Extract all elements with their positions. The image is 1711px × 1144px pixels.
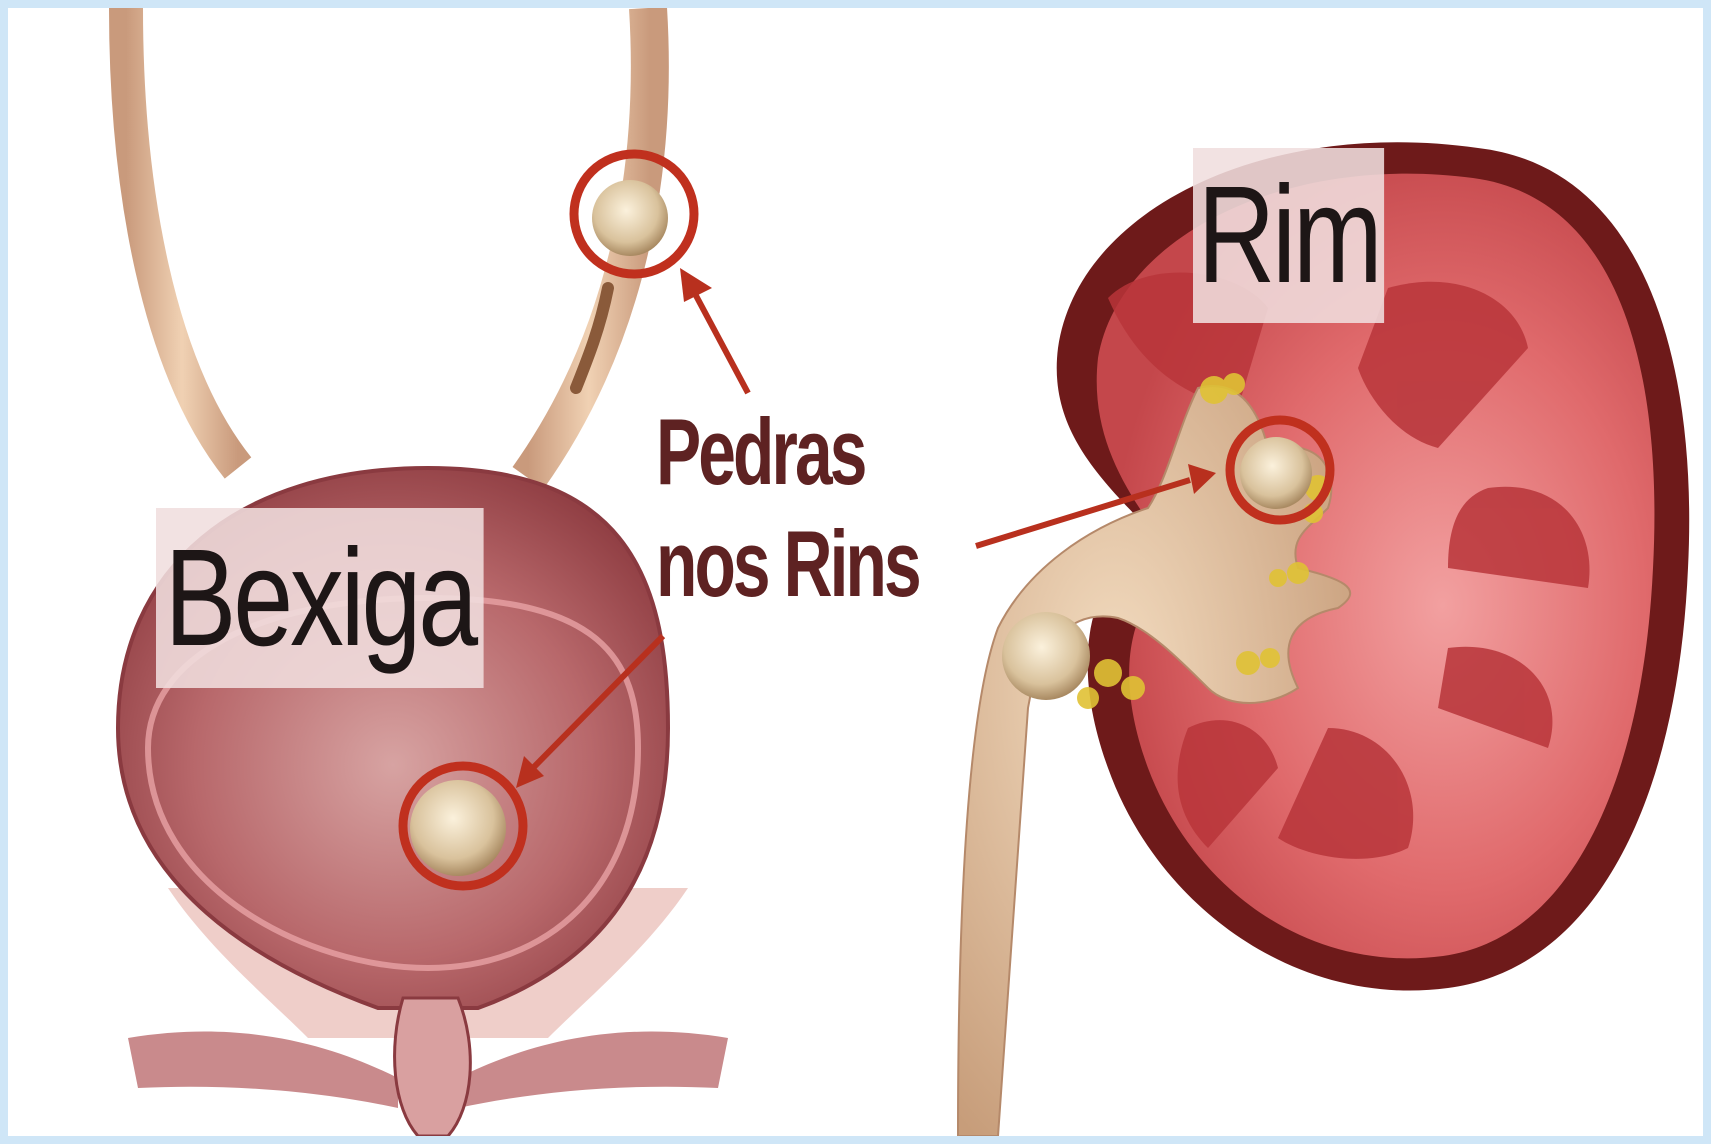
urethra (395, 998, 471, 1136)
pelvic-floor (128, 1032, 398, 1108)
kidney-label: Rim (1193, 148, 1384, 323)
bladder-label-text: Bexiga (165, 519, 475, 678)
diagram-frame: Bexiga Rim Pedras nos Rins (8, 8, 1703, 1136)
kidney-stones-label: Pedras nos Rins (656, 396, 872, 620)
left-ureter (126, 8, 238, 468)
kidney-label-text: Rim (1198, 156, 1380, 315)
kidney-stones-label-line1: Pedras (656, 396, 872, 508)
bladder-label: Bexiga (156, 508, 484, 688)
kidney-stones-label-line2: nos Rins (656, 508, 872, 620)
